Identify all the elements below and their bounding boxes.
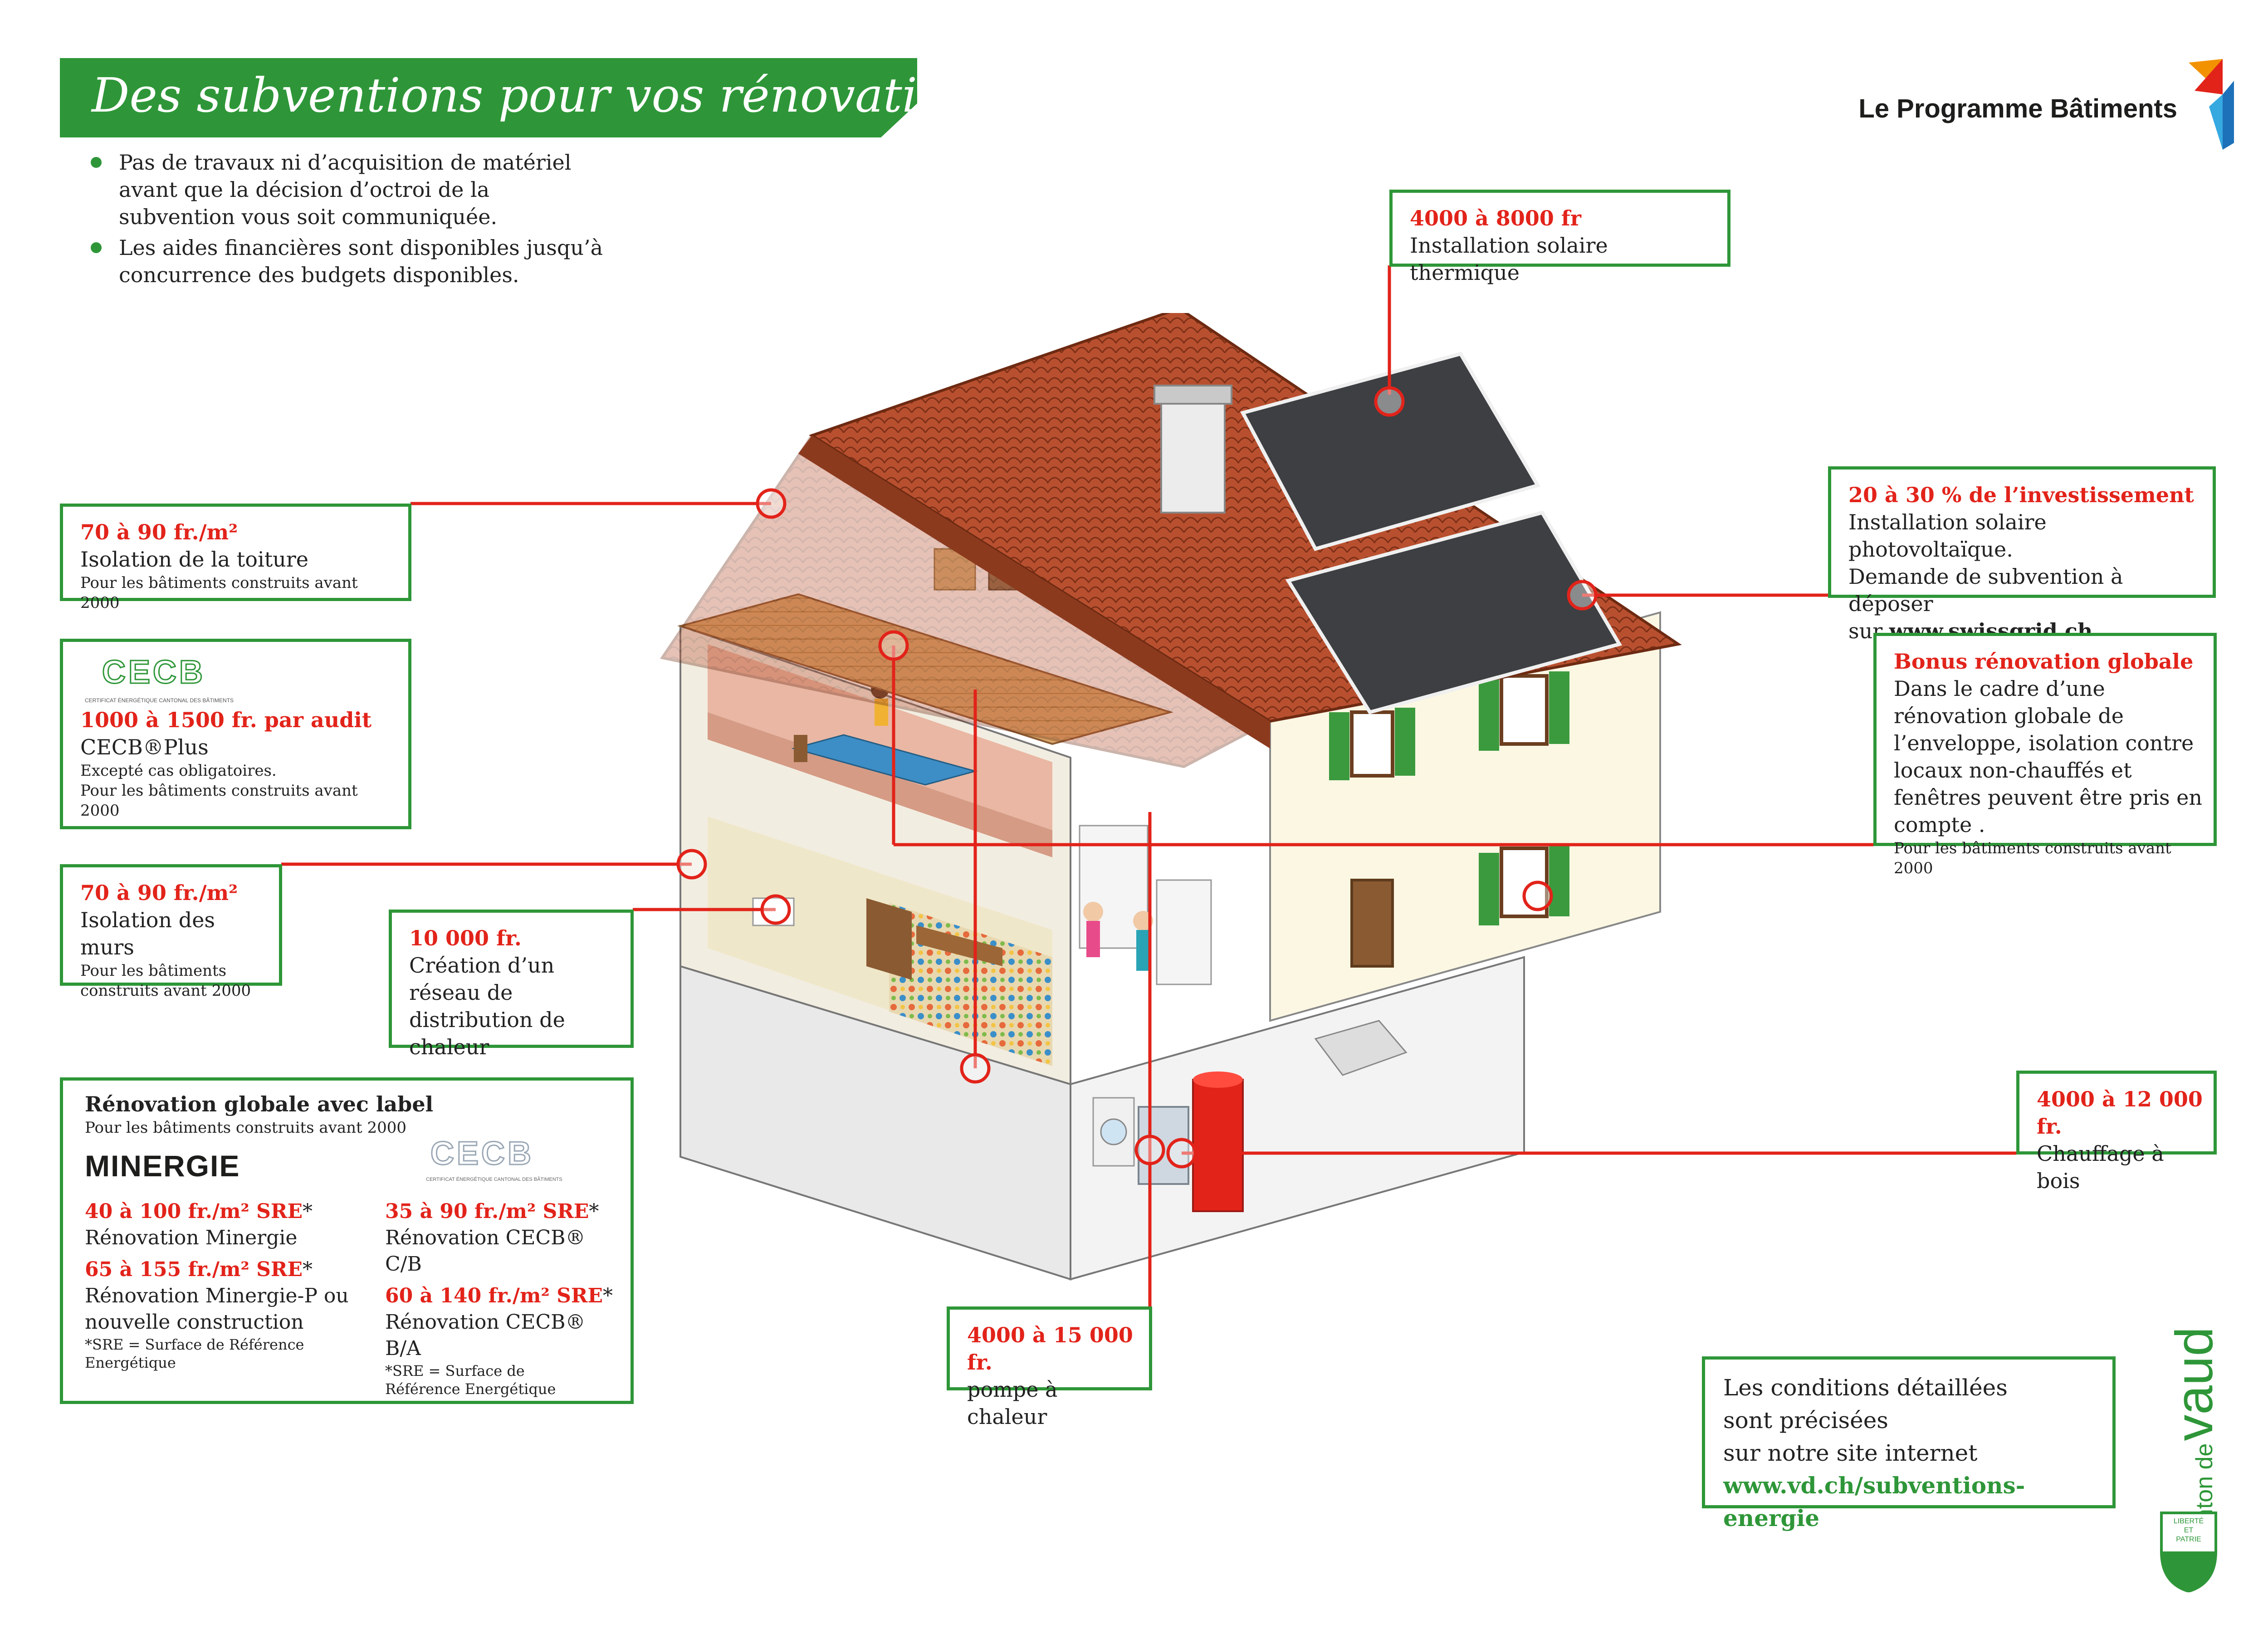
cecb-ba-title: Rénovation CECB® B/A [385, 1311, 586, 1360]
vaud-motto: PATRIE [2176, 1536, 2201, 1543]
vaud-logo: canton de vaud LIBERTÉ ET PATRIE [2150, 1327, 2232, 1597]
marker-circle-icon [1134, 1135, 1165, 1165]
label-bonus: Bonus rénovation globale Dans le cadre d… [1873, 633, 2217, 877]
vaud-motto: ET [2184, 1526, 2194, 1534]
globale-right-col: 35 à 90 fr./m² SRE* Rénovation CECB® C/B… [385, 1199, 621, 1398]
cecb-audit-note: Excepté cas obligatoires. [80, 762, 277, 780]
label-cecb-audit: CECB CERTIFICAT ÉNERGÉTIQUE CANTONAL DES… [60, 639, 411, 829]
bullet-text: Pas de travaux ni d’acquisition de matér… [119, 150, 572, 229]
murs-amount: 70 à 90 fr./m² [80, 881, 238, 905]
globale-left-col: 40 à 100 fr./m² SRE* Rénovation Minergie… [85, 1199, 366, 1372]
bullet-dot-icon [91, 157, 102, 168]
cecb-ba-amount: 60 à 140 fr./m² SRE [385, 1284, 603, 1307]
marker-circle-icon [1567, 580, 1598, 611]
program-brand: Le Programme Bâtiments [1851, 59, 2236, 150]
bonus-text: Dans le cadre d’une rénovation globale d… [1894, 676, 2203, 837]
program-name: Le Programme Bâtiments [1858, 94, 2177, 123]
bonus-note: Pour les bâtiments construits avant 2000 [1894, 839, 2171, 877]
conditions-link[interactable]: www.vd.ch/subventions-energie [1723, 1472, 2025, 1531]
marker-circle-icon [1374, 386, 1405, 417]
marker-circle-icon [1522, 881, 1553, 911]
bonus-title: Bonus rénovation globale [1894, 649, 2194, 674]
reseau-amount: 10 000 fr. [409, 926, 522, 950]
cecb-cb-amount: 35 à 90 fr./m² SRE [385, 1200, 589, 1223]
minergie-logo: MINERGIE [85, 1149, 240, 1183]
bullet-text: Les aides financières sont disponibles j… [119, 235, 603, 287]
cecb-audit-note: Pour les bâtiments construits avant 2000 [80, 782, 358, 820]
globale-note: Pour les bâtiments construits avant 2000 [85, 1119, 407, 1137]
toiture-amount: 70 à 90 fr./m² [80, 520, 238, 544]
label-renovation-globale: Rénovation globale avec label Pour les b… [60, 1077, 634, 1404]
cecb-logo: CECB [80, 654, 399, 697]
marker-circle-icon [676, 849, 707, 880]
cecb-logo-subtitle: CERTIFICAT ÉNERGÉTIQUE CANTONAL DES BÂTI… [426, 1177, 562, 1182]
toiture-title: Isolation de la toiture [80, 547, 309, 572]
label-toiture: 70 à 90 fr./m² Isolation de la toiture P… [60, 504, 411, 612]
bullet-list: Pas de travaux ni d’acquisition de matér… [91, 149, 635, 289]
bullet-item: Pas de travaux ni d’acquisition de matér… [91, 149, 635, 230]
reseau-title: Création d’un réseau de distribution de … [409, 953, 565, 1059]
marker-circle-icon [1166, 1138, 1197, 1169]
window-icon [1329, 671, 1569, 968]
minergie-title: Rénovation Minergie [85, 1226, 298, 1249]
solaire-thermique-amount: 4000 à 8000 fr [1410, 206, 1581, 230]
marker-circle-icon [960, 1053, 991, 1084]
bullet-item: Les aides financières sont disponibles j… [91, 234, 635, 289]
bois-title: Chauffage à bois [2037, 1141, 2164, 1193]
murs-title: Isolation des murs [80, 908, 215, 959]
cecb-logo-text: CECB [430, 1135, 534, 1173]
footnote-star: * [603, 1284, 613, 1307]
minergie-p-amount: 65 à 155 fr./m² SRE [85, 1258, 303, 1281]
banner-shape [60, 58, 917, 137]
cecb-logo-subtitle: CERTIFICAT ÉNERGÉTIQUE CANTONAL DES BÂTI… [85, 697, 234, 704]
minergie-amount: 40 à 100 fr./m² SRE [85, 1200, 303, 1223]
globale-title: Rénovation globale avec label [85, 1092, 434, 1116]
cecb-audit-title: CECB®Plus [80, 735, 209, 759]
conditions-box: Les conditions détaillées sont précisées… [1702, 1356, 2116, 1531]
house-illustration [660, 313, 1682, 1281]
photovoltaique-amount: 20 à 30 % de l’investissement [1848, 483, 2194, 507]
vaud-motto: LIBERTÉ [2173, 1517, 2204, 1525]
marker-circle-icon [878, 630, 909, 661]
footnote-star: * [303, 1258, 313, 1281]
label-murs: 70 à 90 fr./m² Isolation des murs Pour l… [60, 864, 282, 1000]
page-title: Des subventions pour vos rénovations [92, 68, 1001, 123]
label-solaire-thermique: 4000 à 8000 fr Installation solaire ther… [1389, 190, 1730, 285]
cecb-logo-text: CECB [101, 654, 206, 691]
pac-title: pompe à chaleur [967, 1377, 1058, 1429]
footnote-star: * [589, 1200, 599, 1223]
conditions-line: sont précisées [1723, 1407, 1888, 1433]
vaud-shield-icon: LIBERTÉ ET PATRIE [2159, 1511, 2218, 1592]
minergie-p-title: Rénovation Minergie-P ou nouvelle constr… [85, 1284, 349, 1334]
photovoltaique-line: Demande de subvention à déposer [1848, 564, 2123, 616]
conditions-line: Les conditions détaillées [1723, 1375, 2008, 1401]
cecb-audit-amount: 1000 à 1500 fr. par audit [80, 708, 372, 732]
bullet-dot-icon [91, 242, 102, 253]
sre-footnote: *SRE = Surface de Référence Energétique [385, 1362, 556, 1398]
photovoltaique-line: Installation solaire photovoltaïque. [1848, 510, 2047, 562]
marker-circle-icon [756, 488, 787, 519]
label-bois: 4000 à 12 000 fr. Chauffage à bois [2016, 1071, 2217, 1193]
conditions-line: sur notre site internet [1723, 1440, 1978, 1466]
murs-note: Pour les bâtiments construits avant 2000 [80, 962, 251, 1000]
label-photovoltaique: 20 à 30 % de l’investissement Installati… [1828, 466, 2216, 643]
cecb-logo: CECB CERTIFICAT ÉNERGÉTIQUE CANTONAL DES… [426, 1135, 571, 1189]
solaire-thermique-title: Installation solaire thermique [1410, 233, 1608, 285]
sre-footnote: *SRE = Surface de Référence Energétique [85, 1336, 304, 1371]
program-logo-icon [2189, 59, 2234, 150]
title-banner: Des subventions pour vos rénovations [60, 58, 1000, 137]
pac-amount: 4000 à 15 000 fr. [967, 1323, 1133, 1375]
label-pac: 4000 à 15 000 fr. pompe à chaleur [947, 1306, 1152, 1429]
footnote-star: * [303, 1200, 313, 1223]
cecb-cb-title: Rénovation CECB® C/B [385, 1226, 586, 1276]
bois-amount: 4000 à 12 000 fr. [2037, 1087, 2203, 1139]
label-reseau: 10 000 fr. Création d’un réseau de distr… [389, 910, 634, 1059]
vaud-name-text: vaud [2165, 1326, 2224, 1441]
toiture-note: Pour les bâtiments construits avant 2000 [80, 574, 358, 612]
marker-circle-icon [760, 894, 791, 925]
